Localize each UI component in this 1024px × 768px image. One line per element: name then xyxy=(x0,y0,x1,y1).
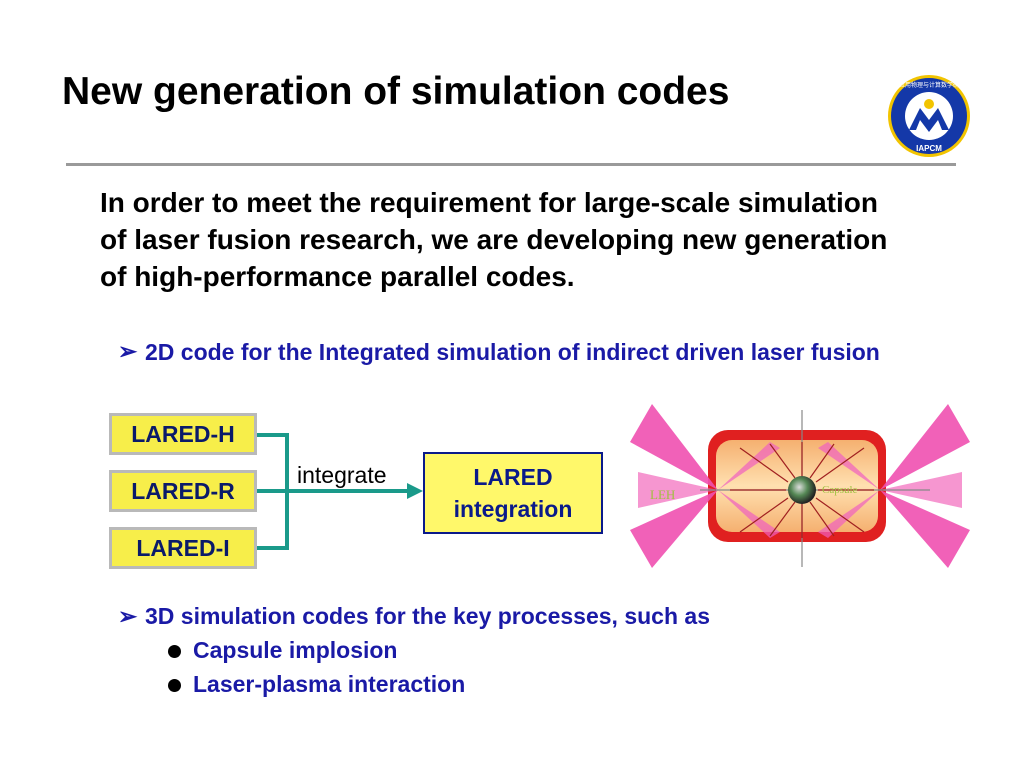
intro-paragraph: In order to meet the requirement for lar… xyxy=(100,187,888,292)
bullet-text: 2D code for the Integrated simulation of… xyxy=(145,339,880,365)
lared-integration-line1: LARED xyxy=(473,464,553,490)
logo-text-bottom: IAPCM xyxy=(916,144,942,153)
module-lared-r: LARED-R xyxy=(109,470,257,512)
iapcm-logo: 北京应用物理与计算数学研究所 IAPCM xyxy=(887,75,971,157)
bullet-3d-codes: ➢ 3D simulation codes for the key proces… xyxy=(118,603,918,633)
sub-bullet-text: Laser-plasma interaction xyxy=(193,671,466,697)
sub-bullet-text: Capsule implosion xyxy=(193,637,398,663)
bullet-text: 3D simulation codes for the key processe… xyxy=(145,603,710,629)
arrow-bullet-icon: ➢ xyxy=(118,603,138,629)
lared-integration-line2: integration xyxy=(453,496,573,522)
hohlraum-illustration: LEH Capsule xyxy=(630,404,970,568)
dot-bullet-icon xyxy=(168,679,181,692)
module-lared-i: LARED-I xyxy=(109,527,257,569)
slide-title: New generation of simulation codes xyxy=(62,70,730,113)
title-divider xyxy=(66,163,956,166)
arrow-bullet-icon: ➢ xyxy=(118,338,138,364)
bullet-2d-code: ➢ 2D code for the Integrated simulation … xyxy=(118,338,978,398)
lared-integration-box: LARED integration xyxy=(423,452,603,534)
leh-label: LEH xyxy=(650,487,675,502)
dot-bullet-icon xyxy=(168,645,181,658)
logo-text-top: 北京应用物理与计算数学研究所 xyxy=(887,81,971,89)
integrate-label: integrate xyxy=(297,462,387,488)
integration-connector xyxy=(257,433,423,550)
sub-bullet-laser-plasma: Laser-plasma interaction xyxy=(168,671,568,701)
module-lared-h: LARED-H xyxy=(109,413,257,455)
sub-bullet-capsule-implosion: Capsule implosion xyxy=(168,637,568,667)
capsule-label: Capsule xyxy=(822,484,858,496)
